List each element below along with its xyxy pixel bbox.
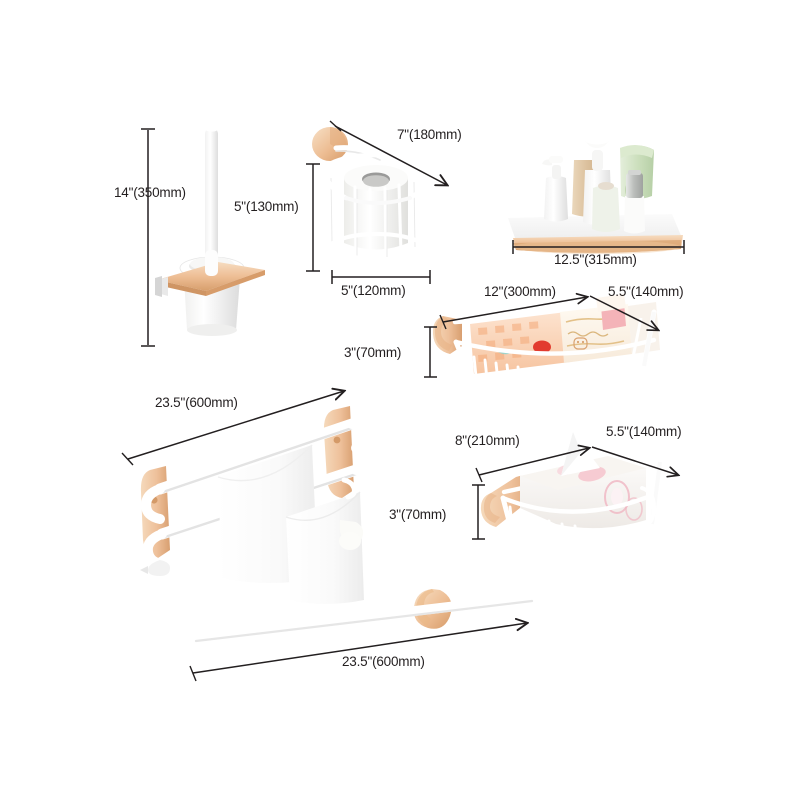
dimension-line-basket-lg-width <box>439 297 587 330</box>
product-tissue-basket <box>480 432 663 568</box>
dimension-line-basket-sm-depth <box>591 446 678 475</box>
dimension-line-basket-lg-height <box>424 326 437 378</box>
product-towel-basket-large <box>432 294 660 403</box>
dimension-line-basket-lg-depth <box>589 295 658 330</box>
dimension-label-paper-height: 5"(130mm) <box>234 199 299 214</box>
dimension-line-single-rail-length <box>189 623 527 682</box>
dimension-label-brush-height: 14"(350mm) <box>114 185 186 200</box>
dimension-label-basket-lg-width: 12"(300mm) <box>484 284 556 299</box>
product-single-towel-rail <box>191 589 537 643</box>
dimension-line-shelf-width <box>512 240 685 254</box>
dimension-line-basket-sm-height <box>472 484 485 540</box>
dimension-label-paper-depth: 7"(180mm) <box>397 127 462 142</box>
dimension-label-basket-sm-height: 3"(70mm) <box>389 507 447 522</box>
dimension-line-paper-height <box>306 163 320 272</box>
dimension-line-double-bar-length <box>121 391 344 466</box>
dimension-line-paper-depth <box>329 120 447 185</box>
dimension-line-paper-width <box>331 270 431 284</box>
product-corner-shelf <box>508 135 683 254</box>
product-toilet-brush-holder <box>155 126 265 336</box>
dimension-label-double-bar-length: 23.5"(600mm) <box>155 395 238 410</box>
dimension-label-paper-width: 5"(120mm) <box>341 283 406 298</box>
dimension-label-basket-sm-width: 8"(210mm) <box>455 433 520 448</box>
dimension-label-basket-lg-height: 3"(70mm) <box>344 345 402 360</box>
dimension-label-basket-lg-depth: 5.5"(140mm) <box>608 284 684 299</box>
dimension-label-shelf-width: 12.5"(315mm) <box>554 252 637 267</box>
dimension-line-basket-sm-width <box>475 448 589 483</box>
dimension-label-single-rail-length: 23.5"(600mm) <box>342 654 425 669</box>
product-toilet-paper-holder <box>312 127 431 275</box>
dimension-line-brush-height <box>141 128 155 347</box>
dimension-label-basket-sm-depth: 5.5"(140mm) <box>606 424 682 439</box>
product-double-towel-bar <box>140 406 380 604</box>
